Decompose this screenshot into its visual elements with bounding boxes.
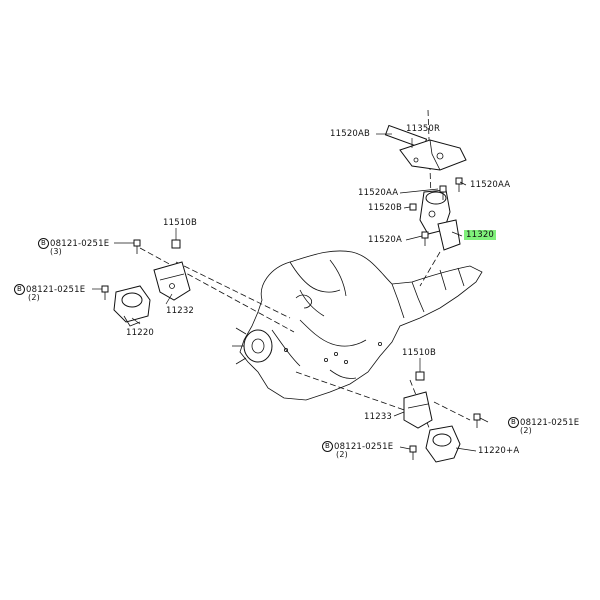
b-symbol-icon: B bbox=[14, 284, 25, 295]
engine-transmission-outline bbox=[232, 250, 483, 401]
label-11520B-upper: 11520B bbox=[368, 203, 403, 213]
label-11220A: 11220+A bbox=[478, 446, 520, 456]
left-mount-assembly bbox=[101, 239, 191, 327]
label-bolt-lower-qty: (2) bbox=[336, 450, 348, 459]
label-11510B-left: 11510B bbox=[163, 218, 198, 228]
label-11520AA-left: 11520AA bbox=[358, 188, 399, 198]
label-11520AB: 11520AB bbox=[330, 129, 371, 139]
label-11320: 11320 bbox=[464, 230, 497, 240]
insulator-11320 bbox=[419, 189, 461, 251]
label-11220: 11220 bbox=[126, 328, 155, 338]
label-bolt-left-qty: (2) bbox=[28, 293, 40, 302]
leader-lines bbox=[92, 133, 489, 452]
label-11350R: 11350R bbox=[406, 124, 441, 134]
label-bolt-right-qty: (2) bbox=[520, 426, 532, 435]
label-11520A: 11520A bbox=[368, 235, 403, 245]
b-symbol-icon: B bbox=[38, 238, 49, 249]
bracket-11350R bbox=[384, 124, 467, 171]
label-11233: 11233 bbox=[364, 412, 393, 422]
label-11510B-right: 11510B bbox=[402, 348, 437, 358]
right-lower-mount-assembly bbox=[403, 371, 481, 463]
label-11232: 11232 bbox=[166, 306, 195, 316]
label-11320-highlight: 11320 bbox=[464, 230, 497, 240]
b-symbol-icon: B bbox=[322, 441, 333, 452]
label-bolt-upper-left-qty: (3) bbox=[50, 247, 62, 256]
label-11520AA-right: 11520AA bbox=[470, 180, 511, 190]
b-symbol-icon: B bbox=[508, 417, 519, 428]
